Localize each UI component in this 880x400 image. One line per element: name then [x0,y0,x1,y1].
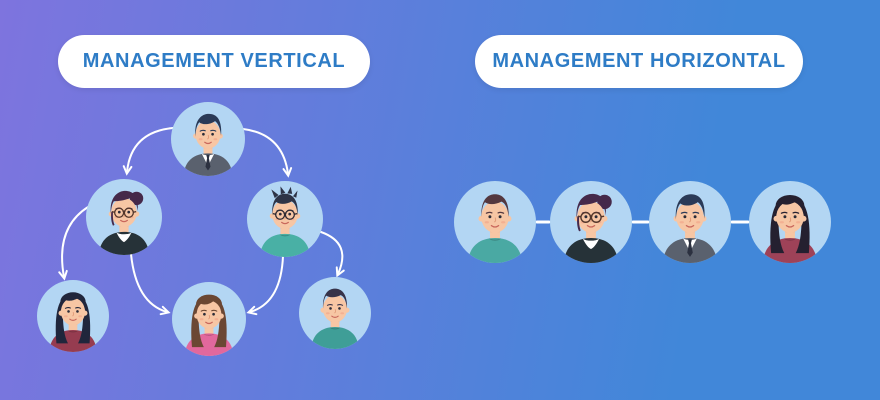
person-avatar-icon [662,194,718,263]
person-avatar-icon [49,292,97,352]
person-avatar-icon [467,194,523,263]
vertical-node-top [171,102,245,176]
vertical-node-mid-right [247,181,323,257]
person-avatar-icon [311,288,359,349]
vertical-node-mid-left [86,179,162,255]
horizontal-member-4 [749,181,831,263]
vertical-node-bottom-right [299,277,371,349]
horizontal-title-badge: MANAGEMENT HORIZONTAL [475,35,803,88]
horizontal-member-1 [454,181,536,263]
vertical-node-bottom-left [37,280,109,352]
vertical-title: MANAGEMENT VERTICAL [82,50,346,72]
person-avatar-icon [98,190,150,255]
vertical-node-bottom-center [172,282,246,356]
person-avatar-icon [259,186,311,257]
horizontal-member-3 [649,181,731,263]
person-avatar-icon [184,294,234,356]
horizontal-member-2 [550,181,632,263]
horizontal-title: MANAGEMENT HORIZONTAL [492,50,786,72]
person-avatar-icon [183,113,233,176]
person-avatar-icon [563,193,619,263]
vertical-title-badge: MANAGEMENT VERTICAL [58,35,370,88]
person-avatar-icon [762,194,818,263]
